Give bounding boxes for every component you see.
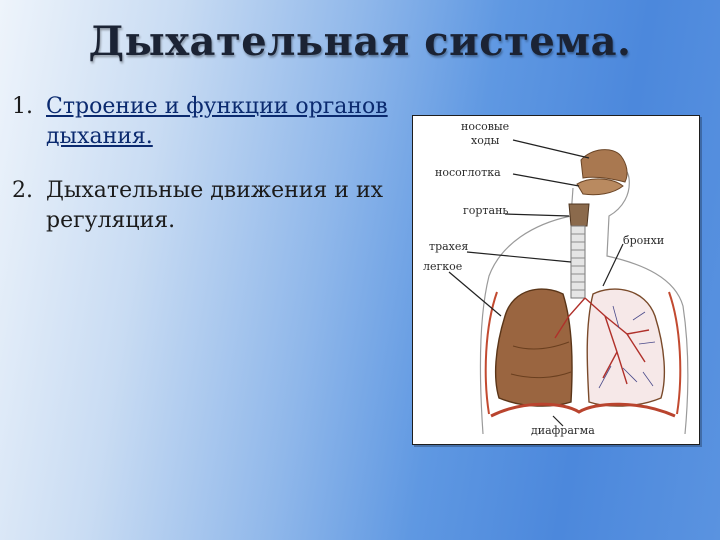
label-trachea: трахея [429,240,468,253]
lung-left-shape [494,288,573,407]
label-nasopharynx: носоглотка [435,166,501,179]
nasopharynx-shape [576,178,624,196]
respiratory-system-figure: носовые ходы носоглотка гортань бронхи т… [412,115,700,445]
label-nasal-passages-1: носовые [461,120,509,133]
topic-item-structure[interactable]: 1. Строение и функции органов дыхания. [12,92,402,152]
respiratory-diagram: носовые ходы носоглотка гортань бронхи т… [423,120,689,437]
larynx-shape [568,203,590,227]
label-leaders [448,139,624,427]
body-outline-left [479,187,574,435]
topic-link-structure[interactable]: Строение и функции органов дыхания. [46,94,388,149]
topic-number: 2. [12,178,33,203]
label-bronchi: бронхи [623,234,664,247]
topic-number: 1. [12,94,33,119]
trachea-shape [570,225,586,299]
slide-title: Дыхательная система. [88,18,632,65]
label-diaphragm: диафрагма [531,424,595,437]
diaphragm-shape [490,402,676,418]
bronchioles [598,305,656,389]
lung-right-shape [586,288,666,407]
label-larynx: гортань [463,204,508,217]
bronchial-tree [554,297,650,385]
lung-left-fissures [510,341,572,379]
topic-item-breathing-movements: 2. Дыхательные движения и их регуляция. [12,176,402,236]
topic-list: 1. Строение и функции органов дыхания. 2… [12,92,402,260]
nasal-cavity-shape [580,149,628,183]
label-lung: легкое [423,260,462,273]
label-nasal-passages-2: ходы [471,134,500,147]
trachea-rings [571,233,585,291]
rib-outline [484,291,682,415]
topic-text-breathing-movements: Дыхательные движения и их регуляция. [46,178,384,233]
